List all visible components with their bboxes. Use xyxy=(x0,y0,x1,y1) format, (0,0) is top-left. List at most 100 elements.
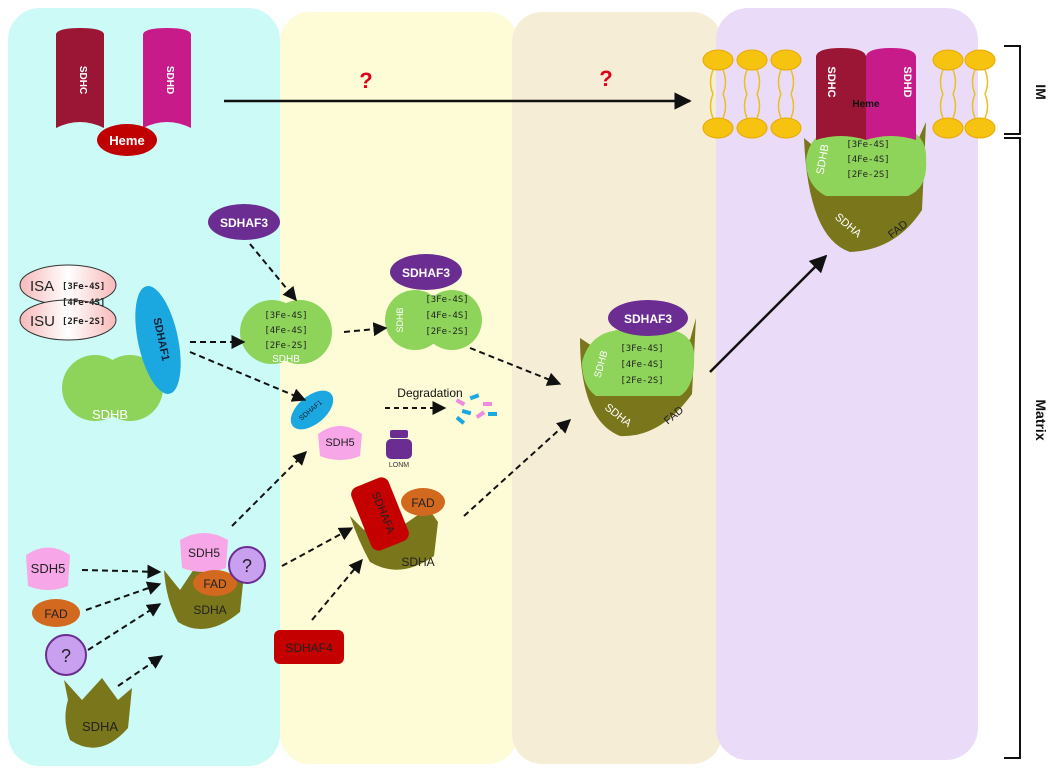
sdhb-c2-fe2s: [2Fe-2S] xyxy=(425,327,468,337)
unknown-factor-1: ? xyxy=(45,634,87,676)
sdhb-c1-label: SDHB xyxy=(272,354,300,365)
sdhaf4-label: SDHAF4 xyxy=(285,641,333,655)
sdhd-mature-label: SDHD xyxy=(901,66,913,97)
sdhb-c1-fe2s: [2Fe-2S] xyxy=(264,341,307,351)
fad-bound-label-2: FAD xyxy=(411,496,435,510)
sdh5-deg-label: SDH5 xyxy=(325,437,354,449)
fad-free: FAD xyxy=(32,599,80,627)
lipid-head xyxy=(964,117,996,139)
sdh5-free: SDH5 xyxy=(26,547,70,590)
matrix-label: Matrix xyxy=(1033,399,1049,440)
sdhaf3-free: SDHAF3 xyxy=(208,204,280,240)
lipid-tail xyxy=(984,69,989,119)
degraded-fragments xyxy=(455,393,497,425)
sdha-sdhafa-complex: SDHAFA FAD SDHA xyxy=(350,477,445,570)
arrow-sdhb-to-sdhaf3-complex xyxy=(343,322,388,337)
heme-mature-label: Heme xyxy=(852,99,880,110)
lipid-tail xyxy=(743,69,748,119)
lipid-tail xyxy=(952,69,957,119)
sdhc-subunit: SDHC xyxy=(56,28,104,128)
sdhb-free-label: SDHB xyxy=(92,407,128,422)
arrow-sdha-to-sdhafa xyxy=(281,527,354,567)
sdha-free-label: SDHA xyxy=(82,719,118,734)
sdhb-c2-label: SDHB xyxy=(395,307,405,332)
lipid-tail xyxy=(756,69,761,119)
arrow-sdha-to-sdh5-release xyxy=(231,451,307,527)
isa-label: ISA xyxy=(30,278,54,295)
lipid-tail xyxy=(971,69,976,119)
sdhc-mature-label: SDHC xyxy=(825,66,837,97)
sdhb-c2-fe4s: [4Fe-4S] xyxy=(425,311,468,321)
unknown-1-label: ? xyxy=(61,646,71,666)
sdh5-bound-label: SDH5 xyxy=(188,546,220,560)
sdhb-c2-fe3s: [3Fe-4S] xyxy=(425,295,468,305)
arrow-sdhaf4-to-sdhafa xyxy=(311,558,363,621)
mature-fe4s: [4Fe-4S] xyxy=(846,155,889,165)
sdhaf3-bound-label-1: SDHAF3 xyxy=(402,266,450,280)
mature-sdh-complex: SDHC SDHD Heme SDHB [3Fe-4S] [4Fe-4S] [2… xyxy=(804,48,927,252)
lipid-head xyxy=(702,49,734,71)
lipid-head xyxy=(702,117,734,139)
lonm-label: LONM xyxy=(389,462,409,469)
sdha-bound-label-2: SDHA xyxy=(401,555,434,569)
lipid-tail xyxy=(709,69,714,119)
sdhb-c1-fe3s: [3Fe-4S] xyxy=(264,311,307,321)
mature-fe3s: [3Fe-4S] xyxy=(846,140,889,150)
sdh5-free-label: SDH5 xyxy=(31,561,66,576)
question-mark-red-2: ? xyxy=(599,66,612,91)
sdhaf1-bound: SDHAF1 xyxy=(135,286,181,394)
sdhb-c3-fe4s: [4Fe-4S] xyxy=(620,360,663,370)
sdhaf3-bound-label-2: SDHAF3 xyxy=(624,312,672,326)
sdha-sdh5-complex: SDH5 FAD ? SDHA xyxy=(164,533,266,630)
sdha-sdhb-sdhaf3-complex: SDHAF3 SDHB [3Fe-4S] [4Fe-4S] [2Fe-2S] S… xyxy=(580,300,696,437)
inner-membrane-bilayer xyxy=(702,49,996,139)
isa-isu-complex: ISA ISU [3Fe-4S] [4Fe-4S] [2Fe-2S] xyxy=(19,264,117,341)
im-label: IM xyxy=(1033,84,1049,100)
arrow-sdh5-to-sdha xyxy=(81,564,162,579)
sdhb-c3-fe3s: [3Fe-4S] xyxy=(620,344,663,354)
arrow-sdhaf3-to-sdhb xyxy=(249,243,297,302)
lipid-tail xyxy=(777,69,782,119)
lipid-head xyxy=(932,117,964,139)
arrow-sdha-to-intermediate xyxy=(117,655,164,687)
lipid-head xyxy=(736,117,768,139)
sdhb-mature-label: SDHB xyxy=(814,143,831,175)
lonm-protease: LONM xyxy=(386,430,412,469)
lipid-tail xyxy=(790,69,795,119)
compartment-brackets xyxy=(1004,45,1021,759)
fad-free-label: FAD xyxy=(44,607,68,621)
isa-fe3s: [3Fe-4S] xyxy=(62,282,105,292)
lipid-tail xyxy=(722,69,727,119)
sdhb-c1-fe4s: [4Fe-4S] xyxy=(264,326,307,336)
lipid-head xyxy=(770,117,802,139)
isu-label: ISU xyxy=(30,313,55,330)
sdhaf1-degrading: SDHAF1 xyxy=(290,390,334,430)
sdhb-with-clusters: [3Fe-4S] [4Fe-4S] [2Fe-2S] SDHB xyxy=(240,300,332,365)
sdhd-label: SDHD xyxy=(164,66,175,94)
lipid-head xyxy=(932,49,964,71)
sdha-bound-label-1: SDHA xyxy=(193,603,226,617)
arrow-sdhaf1-to-degradation xyxy=(189,351,307,402)
sdhaf3-free-label: SDHAF3 xyxy=(220,216,268,230)
lipid-tail xyxy=(939,69,944,119)
arrow-sdhb-sdhaf3-to-intermediate xyxy=(469,347,562,386)
sdha-free: SDHA xyxy=(64,678,132,748)
arrow-intermediate-to-mature xyxy=(709,254,828,373)
sdhb-free: SDHB xyxy=(62,355,163,422)
arrow-fad-to-sdha xyxy=(85,581,162,611)
degradation-label: Degradation xyxy=(397,386,462,400)
lipid-head xyxy=(770,49,802,71)
fad-bound-label-1: FAD xyxy=(203,577,227,591)
lipid-head xyxy=(964,49,996,71)
arrow-sdhafa-to-intermediate xyxy=(463,419,572,517)
lipid-head xyxy=(736,49,768,71)
question-mark-red-1: ? xyxy=(359,68,372,93)
sdhc-label: SDHC xyxy=(77,66,88,94)
mature-fe2s: [2Fe-2S] xyxy=(846,170,889,180)
heme-group: Heme xyxy=(97,124,157,156)
arrow-unknown-to-sdha xyxy=(87,603,162,651)
sdhaf4-factor: SDHAF4 xyxy=(274,630,344,664)
sdh5-degrading: SDH5 xyxy=(318,426,362,460)
heme-label: Heme xyxy=(109,133,144,148)
